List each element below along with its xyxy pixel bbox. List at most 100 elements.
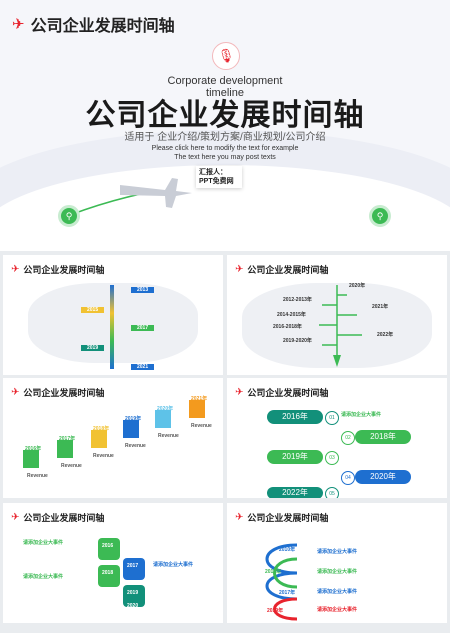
- t5-event-label: 请添加企业大事件: [153, 562, 194, 568]
- t2-year-label: 2019-2020年: [283, 338, 312, 344]
- revenue-flag: [189, 400, 205, 418]
- revenue-flag: [91, 430, 107, 448]
- t4-number: 02: [341, 431, 355, 445]
- hero-subtitle-en: Corporate development timeline: [167, 75, 283, 99]
- contact-box: 汇报人：PPT免费网: [196, 166, 242, 188]
- hero-tagline: 适用于 企业介绍/策划方案/商业规划/公司介绍: [124, 132, 326, 143]
- revenue-label: Revenue: [191, 423, 212, 429]
- airplane-icon: ✈: [11, 386, 20, 398]
- t5-year-label: 2020: [127, 603, 139, 609]
- t6-event-label: 请添加企业大事件: [317, 569, 358, 575]
- t2-year-label: 2012-2013年: [283, 297, 312, 303]
- location-pin-icon-right: ⚲: [369, 205, 391, 227]
- t4-number: 01: [325, 411, 339, 425]
- t5-year-label: 2019: [127, 590, 139, 596]
- hero-hint: Please click here to modify the text for…: [0, 144, 450, 162]
- puzzle-block: [98, 538, 120, 560]
- thumb-header-title: 公司企业发展时间轴: [247, 513, 329, 523]
- thumb-header-title: 公司企业发展时间轴: [23, 265, 105, 275]
- hero-header: ✈ 公司企业发展时间轴: [12, 12, 175, 36]
- t6-year-label: 2017年: [279, 590, 296, 596]
- thumb-header: ✈公司企业发展时间轴: [235, 386, 328, 399]
- t3-year-label: 2017年: [59, 436, 76, 442]
- thumb-header: ✈公司企业发展时间轴: [11, 386, 104, 399]
- thumbnail-slide-1[interactable]: ✈公司企业发展时间轴 2013 2015 2017 2019 2021: [3, 255, 223, 375]
- t2-year-label: 2014-2015年: [277, 312, 306, 318]
- pencil-tree-svg: [319, 285, 362, 367]
- hero-hint-line1: Please click here to modify the text for…: [151, 145, 299, 152]
- microphone-icon: 🎙: [212, 42, 240, 70]
- t1-year-label: 2015: [81, 307, 105, 313]
- puzzle-block: [123, 585, 145, 607]
- thumbnail-slide-2[interactable]: ✈公司企业发展时间轴 2012-2013年 2014-2015年 2016-20…: [227, 255, 447, 375]
- t1-year-label: 2017: [131, 325, 155, 331]
- t4-year-pill: 2018年: [355, 430, 411, 444]
- t6-year-label: 2010年: [279, 547, 296, 553]
- thumb-header-title: 公司企业发展时间轴: [23, 513, 105, 523]
- airplane-icon: ✈: [11, 511, 20, 523]
- t6-year-label: 2019年: [267, 608, 284, 614]
- airplane-icon: ✈: [12, 15, 25, 33]
- t3-year-label: 2016年: [25, 446, 42, 452]
- hero-main-title: 公司企业发展时间轴: [85, 99, 365, 132]
- thumbnail-slide-6[interactable]: ✈公司企业发展时间轴 2010年 2014年 2017年 2019年 请添加企业…: [227, 503, 447, 623]
- t5-event-label: 请添加企业大事件: [23, 574, 64, 580]
- t3-year-label: 2018年: [93, 426, 110, 432]
- route-line: [69, 191, 151, 216]
- revenue-label: Revenue: [125, 443, 146, 449]
- t4-number: 03: [325, 451, 339, 465]
- t3-year-label: 2021年: [191, 396, 208, 402]
- t2-year-label: 2022年: [377, 332, 394, 338]
- thumb-header: ✈公司企业发展时间轴: [235, 511, 328, 524]
- t1-year-label: 2013: [131, 287, 155, 293]
- airplane-icon: ✈: [235, 511, 244, 523]
- t3-year-label: 2020年: [157, 406, 174, 412]
- revenue-flag: [23, 450, 39, 468]
- t4-year-pill: 2020年: [355, 470, 411, 484]
- thumbnail-slide-3[interactable]: ✈公司企业发展时间轴 2016年 2017年 2018年 2019年 2020年…: [3, 378, 223, 498]
- t5-year-label: 2017: [127, 563, 139, 569]
- t2-year-label: 2020年: [349, 283, 366, 289]
- thumb-header-title: 公司企业发展时间轴: [247, 388, 329, 398]
- hero-slide: ✈ 公司企业发展时间轴 🎙 Corporate development time…: [0, 0, 450, 251]
- thumbnail-slide-4[interactable]: ✈公司企业发展时间轴 2016年 2018年 2019年 2020年 2022年…: [227, 378, 447, 498]
- t6-event-label: 请添加企业大事件: [317, 589, 358, 595]
- t4-year-pill: 2019年: [267, 450, 323, 464]
- t6-year-label: 2014年: [265, 569, 282, 575]
- t5-year-label: 2018: [102, 570, 114, 576]
- thumb-header-title: 公司企业发展时间轴: [23, 388, 105, 398]
- t6-event-label: 请添加企业大事件: [317, 607, 358, 613]
- revenue-label: Revenue: [61, 463, 82, 469]
- s-curve-svg: [265, 543, 298, 621]
- location-pin-icon: ⚲: [58, 205, 80, 227]
- t2-year-label: 2021年: [372, 304, 389, 310]
- t4-year-pill: 2016年: [267, 410, 323, 424]
- thumb-header: ✈公司企业发展时间轴: [11, 263, 104, 276]
- t4-number: 04: [341, 471, 355, 485]
- airplane-icon: ✈: [235, 263, 244, 275]
- t4-year-pill: 2022年: [267, 487, 323, 498]
- thumb-header-title: 公司企业发展时间轴: [247, 265, 329, 275]
- t1-year-label: 2019: [81, 345, 105, 351]
- thumb-header: ✈公司企业发展时间轴: [235, 263, 328, 276]
- t1-year-label: 2021: [131, 364, 155, 370]
- t2-year-label: 2016-2018年: [273, 324, 302, 330]
- revenue-label: Revenue: [93, 453, 114, 459]
- thumbnail-slide-5[interactable]: ✈公司企业发展时间轴 请添加企业大事件 请添加企业大事件 请添加企业大事件 20…: [3, 503, 223, 623]
- hero-hint-line2: The text here you may post texts: [174, 154, 276, 161]
- thumb-header: ✈公司企业发展时间轴: [11, 511, 104, 524]
- t5-year-label: 2016: [102, 543, 114, 549]
- revenue-flag: [57, 440, 73, 458]
- t5-event-label: 请添加企业大事件: [23, 540, 64, 546]
- t3-year-label: 2019年: [125, 416, 142, 422]
- revenue-label: Revenue: [27, 473, 48, 479]
- revenue-label: Revenue: [158, 433, 179, 439]
- revenue-flag: [123, 420, 139, 438]
- revenue-flag: [155, 410, 171, 428]
- t6-event-label: 请添加企业大事件: [317, 549, 358, 555]
- hero-header-title: 公司企业发展时间轴: [30, 18, 175, 35]
- airplane-icon: ✈: [235, 386, 244, 398]
- vertical-timeline: [110, 285, 114, 369]
- t4-event-label: 请添加企业大事件: [341, 412, 382, 418]
- puzzle-block: [123, 558, 145, 580]
